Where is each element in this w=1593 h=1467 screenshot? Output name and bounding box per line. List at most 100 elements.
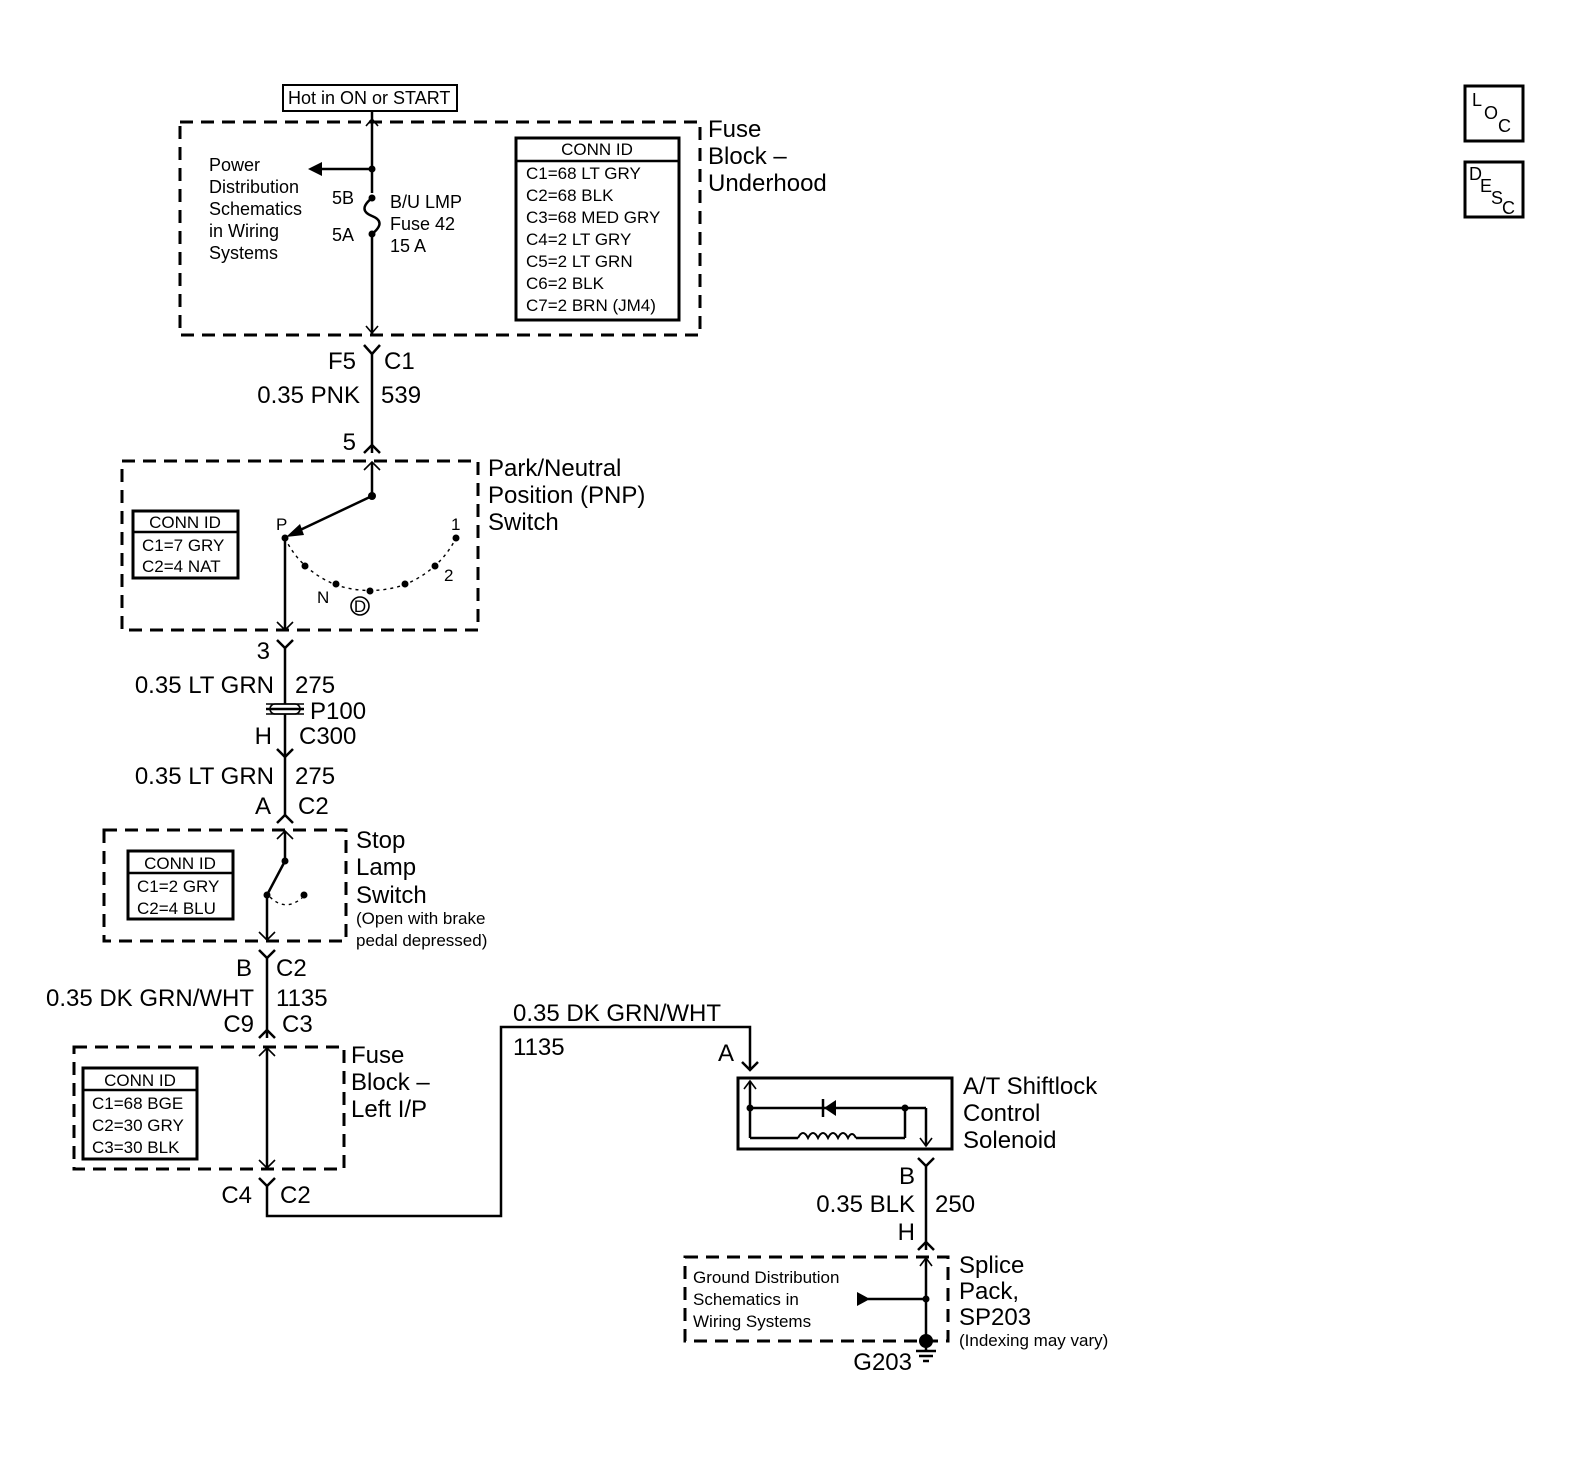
pnp-wiper [297,494,373,533]
pnp-contact-n [332,580,340,588]
wire-1135a-term2: C9 [223,1011,254,1038]
loc-letter: O [1484,103,1498,123]
conn-id-row: C5=2 LT GRN [526,252,633,271]
connector-stop-lamp-b-icon [258,949,276,960]
conn-id-row: C2=30 GRY [92,1116,184,1135]
connector-shiftlock-a-icon [741,1061,759,1072]
fuse-pin-bottom: 5A [332,225,354,245]
splice-title-line: Pack, [959,1278,1019,1305]
wire-1135a-conn: C2 [276,955,307,982]
pnp-out-arrow [276,621,294,632]
left-ip-conn: C2 [280,1182,311,1209]
conn-id-row: C1=7 GRY [142,536,224,555]
power-ref-line: in Wiring [209,221,279,241]
splice-note: (Indexing may vary) [959,1331,1108,1350]
shiftlock-solenoid-title: A/T Shiftlock Control Solenoid [963,1073,1098,1154]
pnp-wiper-arrow [286,524,304,537]
power-header-box [282,84,458,112]
loc-letter: C [1498,116,1511,136]
pnp-contact-r [301,562,309,570]
splice-title-line: Splice [959,1252,1024,1279]
diode-icon [821,1099,836,1117]
fuse-block-underhood-title-line: Block – [708,143,787,170]
splice-pack-outline [683,1255,950,1343]
pnp-contact-d [366,587,374,595]
wire-1135a-conn2: C3 [282,1011,313,1038]
pnp-switch-outline [120,459,480,632]
pnp-pos-p: P [276,515,287,534]
wire-250-pin-top: B [899,1163,915,1190]
wire-250-circuit: 250 [935,1191,975,1218]
desc-letter: E [1480,176,1492,196]
stop-lamp-switch-outline [102,828,348,943]
power-distribution-arrow [308,162,322,176]
conn-id-row: C1=2 GRY [137,877,219,896]
pnp-detent-arc [284,537,457,592]
left-ip-term: C4 [221,1182,252,1209]
conn-id-row: C4=2 LT GRY [526,230,631,249]
splice-p100-icon [266,703,304,715]
wire-275b-conn: C2 [298,793,329,820]
left-ip-out-arrow [258,1159,276,1170]
connector-f5-c1-icon [363,344,381,356]
wire-275b-circuit: 275 [295,763,335,790]
wire-539-circuit: 539 [381,382,421,409]
pnp-contact-1 [452,534,460,542]
connector-c300-icon [276,748,294,759]
wire-275a-circuit: 275 [295,672,335,699]
ground-label: G203 [853,1349,912,1376]
stop-lamp-title-line: Lamp [356,854,416,881]
pnp-pos-n: N [317,588,329,607]
fuse-label-line: Fuse 42 [390,214,455,234]
power-ref-line: Distribution [209,177,299,197]
wire-539-gauge: 0.35 PNK [257,382,360,409]
fuse-icon [363,197,381,235]
wire-1135b-gauge: 0.35 DK GRN/WHT [513,1000,721,1027]
power-ref-line: Systems [209,243,278,263]
splice-title-line: SP203 [959,1304,1031,1331]
pnp-pos-d-ring [350,596,370,616]
wire-539-conn: C1 [384,348,415,375]
shiftlock-title-line: Control [963,1100,1040,1127]
conn-id-row: C2=4 NAT [142,557,221,576]
desc-button[interactable]: D E S C [1463,160,1525,219]
wire-1135a-gauge: 0.35 DK GRN/WHT [46,985,254,1012]
connector-shiftlock-b-icon [917,1157,935,1168]
wire-1135b-circuit: 1135 [513,1034,565,1061]
splice-in-arrow [919,1256,933,1267]
connector-c4-icon [258,1177,276,1188]
solenoid-coil-icon [797,1132,857,1141]
shiftlock-title-line: A/T Shiftlock [963,1073,1098,1100]
pnp-contact-3 [401,580,409,588]
conn-id-title: CONN ID [104,1071,176,1090]
connector-pnp-3-icon [276,639,294,650]
conn-id-title: CONN ID [561,140,633,159]
power-ref-line: Power [209,155,260,175]
left-ip-title-line: Fuse [351,1042,404,1069]
fuse-block-left-ip-title: Fuse Block – Left I/P [351,1042,430,1123]
stop-lamp-travel-arc [269,896,303,906]
pnp-switch-title: Park/Neutral Position (PNP) Switch [488,455,645,536]
stop-lamp-blade [265,860,287,896]
left-ip-title-line: Block – [351,1069,430,1096]
fuse-label: B/U LMP Fuse 42 15 A [390,192,462,256]
desc-letter: D [1469,164,1482,184]
stop-lamp-note-line: pedal depressed) [356,931,487,950]
fuse-block-underhood-title: Fuse Block – Underhood [708,116,827,197]
fuse-block-underhood-title-line: Underhood [708,170,827,197]
left-ip-in-arrow [258,1046,276,1057]
pnp-conn-id-table: CONN ID C1=7 GRY C2=4 NAT [131,509,240,580]
pnp-switch-title-line: Position (PNP) [488,482,645,509]
stop-lamp-switch-title: Stop Lamp Switch (Open with brake pedal … [356,827,487,950]
desc-letter: S [1491,188,1503,208]
pnp-pos-1: 1 [451,515,460,534]
loc-button[interactable]: L O C [1463,84,1525,143]
fuse-block-underhood-outline [178,120,702,337]
wire-275a-term: H [255,723,272,750]
wire-275b-term: A [255,793,271,820]
stop-lamp-title-line: Stop [356,827,405,854]
wire-275a-gauge: 0.35 LT GRN [135,672,274,699]
ground-ref-line: Schematics in [693,1290,799,1309]
conn-id-row: C3=30 BLK [92,1138,180,1157]
